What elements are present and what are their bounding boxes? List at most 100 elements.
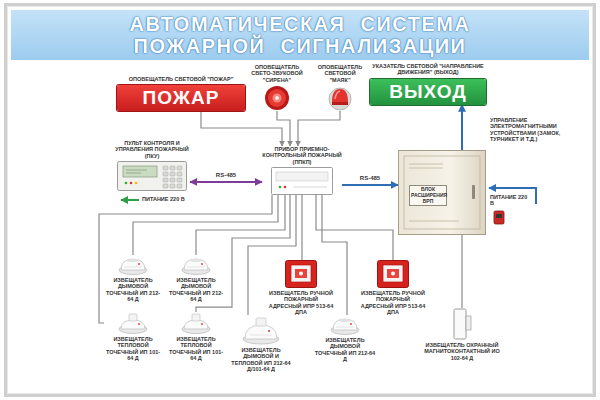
manual-part <box>291 265 311 282</box>
pku-part <box>126 169 147 170</box>
combo-part <box>256 318 266 326</box>
device-caption: ОПОВЕЩАТЕЛЬ СВЕТОВОЙ "МАЯК" <box>314 64 366 83</box>
magnet-illustration <box>452 308 472 340</box>
device-caption: ИЗВЕЩАТЕЛЬ ДЫМОВОЙ ТОЧЕЧНЫЙ ИП 212-64 Д <box>104 277 162 302</box>
signal-wire <box>99 195 272 323</box>
pku-part <box>125 182 128 185</box>
expansion-unit-node: БЛОК РАСШИРЕНИЯ БРП <box>398 150 486 235</box>
device-caption: ИЗВЕЩАТЕЛЬ РУЧНОЙ ПОЖАРНЫЙ АДРЕСНЫЙ ИПР … <box>360 290 426 315</box>
pku-illustration <box>117 161 187 191</box>
pku-part <box>170 178 175 182</box>
smoke-part <box>339 319 351 322</box>
detector-node: ИЗВЕЩАТЕЛЬ ДЫМОВОЙ ТОЧЕЧНЫЙ ИП 212-64 Д <box>314 315 376 362</box>
siren-part <box>273 93 282 102</box>
sign-caption: УКАЗАТЕЛЬ СВЕТОВОЙ "НАПРАВЛЕНИЕ ДВИЖЕНИЯ… <box>370 63 486 76</box>
heat-part <box>192 314 200 321</box>
pku-part <box>163 166 168 170</box>
smoke-part <box>187 267 205 268</box>
pku-part <box>118 161 187 190</box>
signal-wire <box>301 195 302 260</box>
exit-sign-node: УКАЗАТЕЛЬ СВЕТОВОЙ "НАПРАВЛЕНИЕ ДВИЖЕНИЯ… <box>370 63 486 105</box>
exit-sign: ВЫХОД <box>370 79 486 105</box>
ppkp-illustration <box>271 167 333 195</box>
detector-node: ИЗВЕЩАТЕЛЬ ТЕПЛОВОЙ ТОЧЕЧНЫЙ ИП 101-64 Д <box>104 312 162 361</box>
control-note: УПРАВЛЕНИЕ ЭЛЕКТРОМАГНИТНЫМИ УСТРОЙСТВАМ… <box>490 117 574 142</box>
magnet-part <box>454 309 466 339</box>
ppkp-part <box>293 186 327 187</box>
pku-part <box>177 172 182 176</box>
manual-part <box>295 269 307 278</box>
combo-part <box>250 335 272 336</box>
detector-node: ИЗВЕЩАТЕЛЬ ДЫМОВОЙ И ТЕПЛОВОЙ ИП 212-64 … <box>228 315 294 372</box>
pku-part <box>126 172 141 173</box>
detector-node: ИЗВЕЩАТЕЛЬ ДЫМОВОЙ ТОЧЕЧНЫЙ ИП 212-64 Д <box>104 255 162 302</box>
heat-part <box>129 314 137 321</box>
heat-part <box>201 323 203 325</box>
device-caption: ИЗВЕЩАТЕЛЬ РУЧНОЙ ПОЖАРНЫЙ АДРЕСНЫЙ ИПР … <box>268 290 334 315</box>
heat-part <box>121 320 145 329</box>
smoke-part <box>124 267 142 268</box>
power-label: ПИТАНИЕ 220 В <box>490 194 532 207</box>
signal-wire <box>277 111 290 146</box>
signal-wire <box>322 195 347 315</box>
device-caption: ИЗВЕЩАТЕЛЬ ТЕПЛОВОЙ ТОЧЕЧНЫЙ ИП 101-64 Д <box>167 336 225 361</box>
brp-part <box>409 168 443 169</box>
smoke-part <box>350 323 352 325</box>
ppkp-part <box>272 167 333 194</box>
pku-part <box>177 178 182 182</box>
fire-sign: ПОЖАР <box>117 85 245 111</box>
smoke-part <box>190 259 202 262</box>
pku-part <box>177 184 182 188</box>
manual-illustration <box>377 260 409 288</box>
power-socket <box>494 211 504 224</box>
smoke-illustration <box>181 255 211 275</box>
device-caption: ИЗВЕЩАТЕЛЬ ОХРАННЫЙ МАГНИТОКОНТАКТНЫЙ ИО… <box>424 342 500 361</box>
beacon-node: ОПОВЕЩАТЕЛЬ СВЕТОВОЙ "МАЯК" <box>314 64 366 111</box>
pku-part <box>163 172 168 176</box>
brp-part <box>409 164 443 165</box>
manual-part <box>391 272 395 276</box>
smoke-part <box>333 319 357 330</box>
diagram-title: АВТОМАТИЧЕСКАЯ СИСТЕМА ПОЖАРНОЙ СИГНАЛИЗ… <box>90 13 510 57</box>
smoke-illustration <box>330 315 360 335</box>
heat-illustration <box>118 312 148 334</box>
detector-node: ИЗВЕЩАТЕЛЬ ТЕПЛОВОЙ ТОЧЕЧНЫЙ ИП 101-64 Д <box>167 312 225 361</box>
pku-part <box>123 166 157 177</box>
security-sensor-node: ИЗВЕЩАТЕЛЬ ОХРАННЫЙ МАГНИТОКОНТАКТНЫЙ ИО… <box>424 308 500 361</box>
siren-part <box>275 96 279 100</box>
siren-illustration <box>264 85 290 111</box>
edge-label: RS-485 <box>359 175 381 182</box>
combo-part <box>268 330 270 332</box>
smoke-part <box>127 259 139 262</box>
unit-label: БЛОК РАСШИРЕНИЯ БРП <box>409 185 447 206</box>
manual-call-point-node: ИЗВЕЩАТЕЛЬ РУЧНОЙ ПОЖАРНЫЙ АДРЕСНЫЙ ИПР … <box>360 260 426 315</box>
brp-part <box>409 221 459 222</box>
heat-part <box>138 323 140 325</box>
pku-part <box>135 182 138 185</box>
manual-part <box>387 269 399 278</box>
sign-text: ВЫХОД <box>389 81 467 103</box>
edge-label: RS-485 <box>215 172 237 179</box>
manual-part <box>378 261 409 288</box>
pku-part <box>170 172 175 176</box>
smoke-part <box>184 259 208 270</box>
combo-part <box>245 325 277 339</box>
sign-text: ПОЖАР <box>143 87 220 109</box>
manual-part <box>383 265 403 282</box>
beacon-illustration <box>327 85 353 111</box>
beacon-part <box>332 89 348 102</box>
siren-node: ОПОВЕЩАТЕЛЬ СВЕТО-ЗВУКОВОЙ "СИРЕНА" <box>248 64 306 111</box>
control-link <box>461 105 463 150</box>
pku-part <box>163 184 168 188</box>
rs485-link <box>342 184 398 186</box>
device-caption: ПУЛЬТ КОНТРОЛЯ И УПРАВЛЕНИЯ ПОЖАРНЫЙ (ПК… <box>114 140 190 159</box>
signal-wire <box>201 111 282 146</box>
siren-part <box>265 86 289 110</box>
ppkp-part <box>284 186 287 189</box>
power-socket-slot <box>496 214 502 218</box>
device-caption: ОПОВЕЩАТЕЛЬ СВЕТО-ЗВУКОВОЙ "СИРЕНА" <box>248 64 306 83</box>
power-label: ПИТАНИЕ 220 В <box>142 196 204 202</box>
manual-part <box>286 261 317 288</box>
manual-part <box>299 272 303 276</box>
